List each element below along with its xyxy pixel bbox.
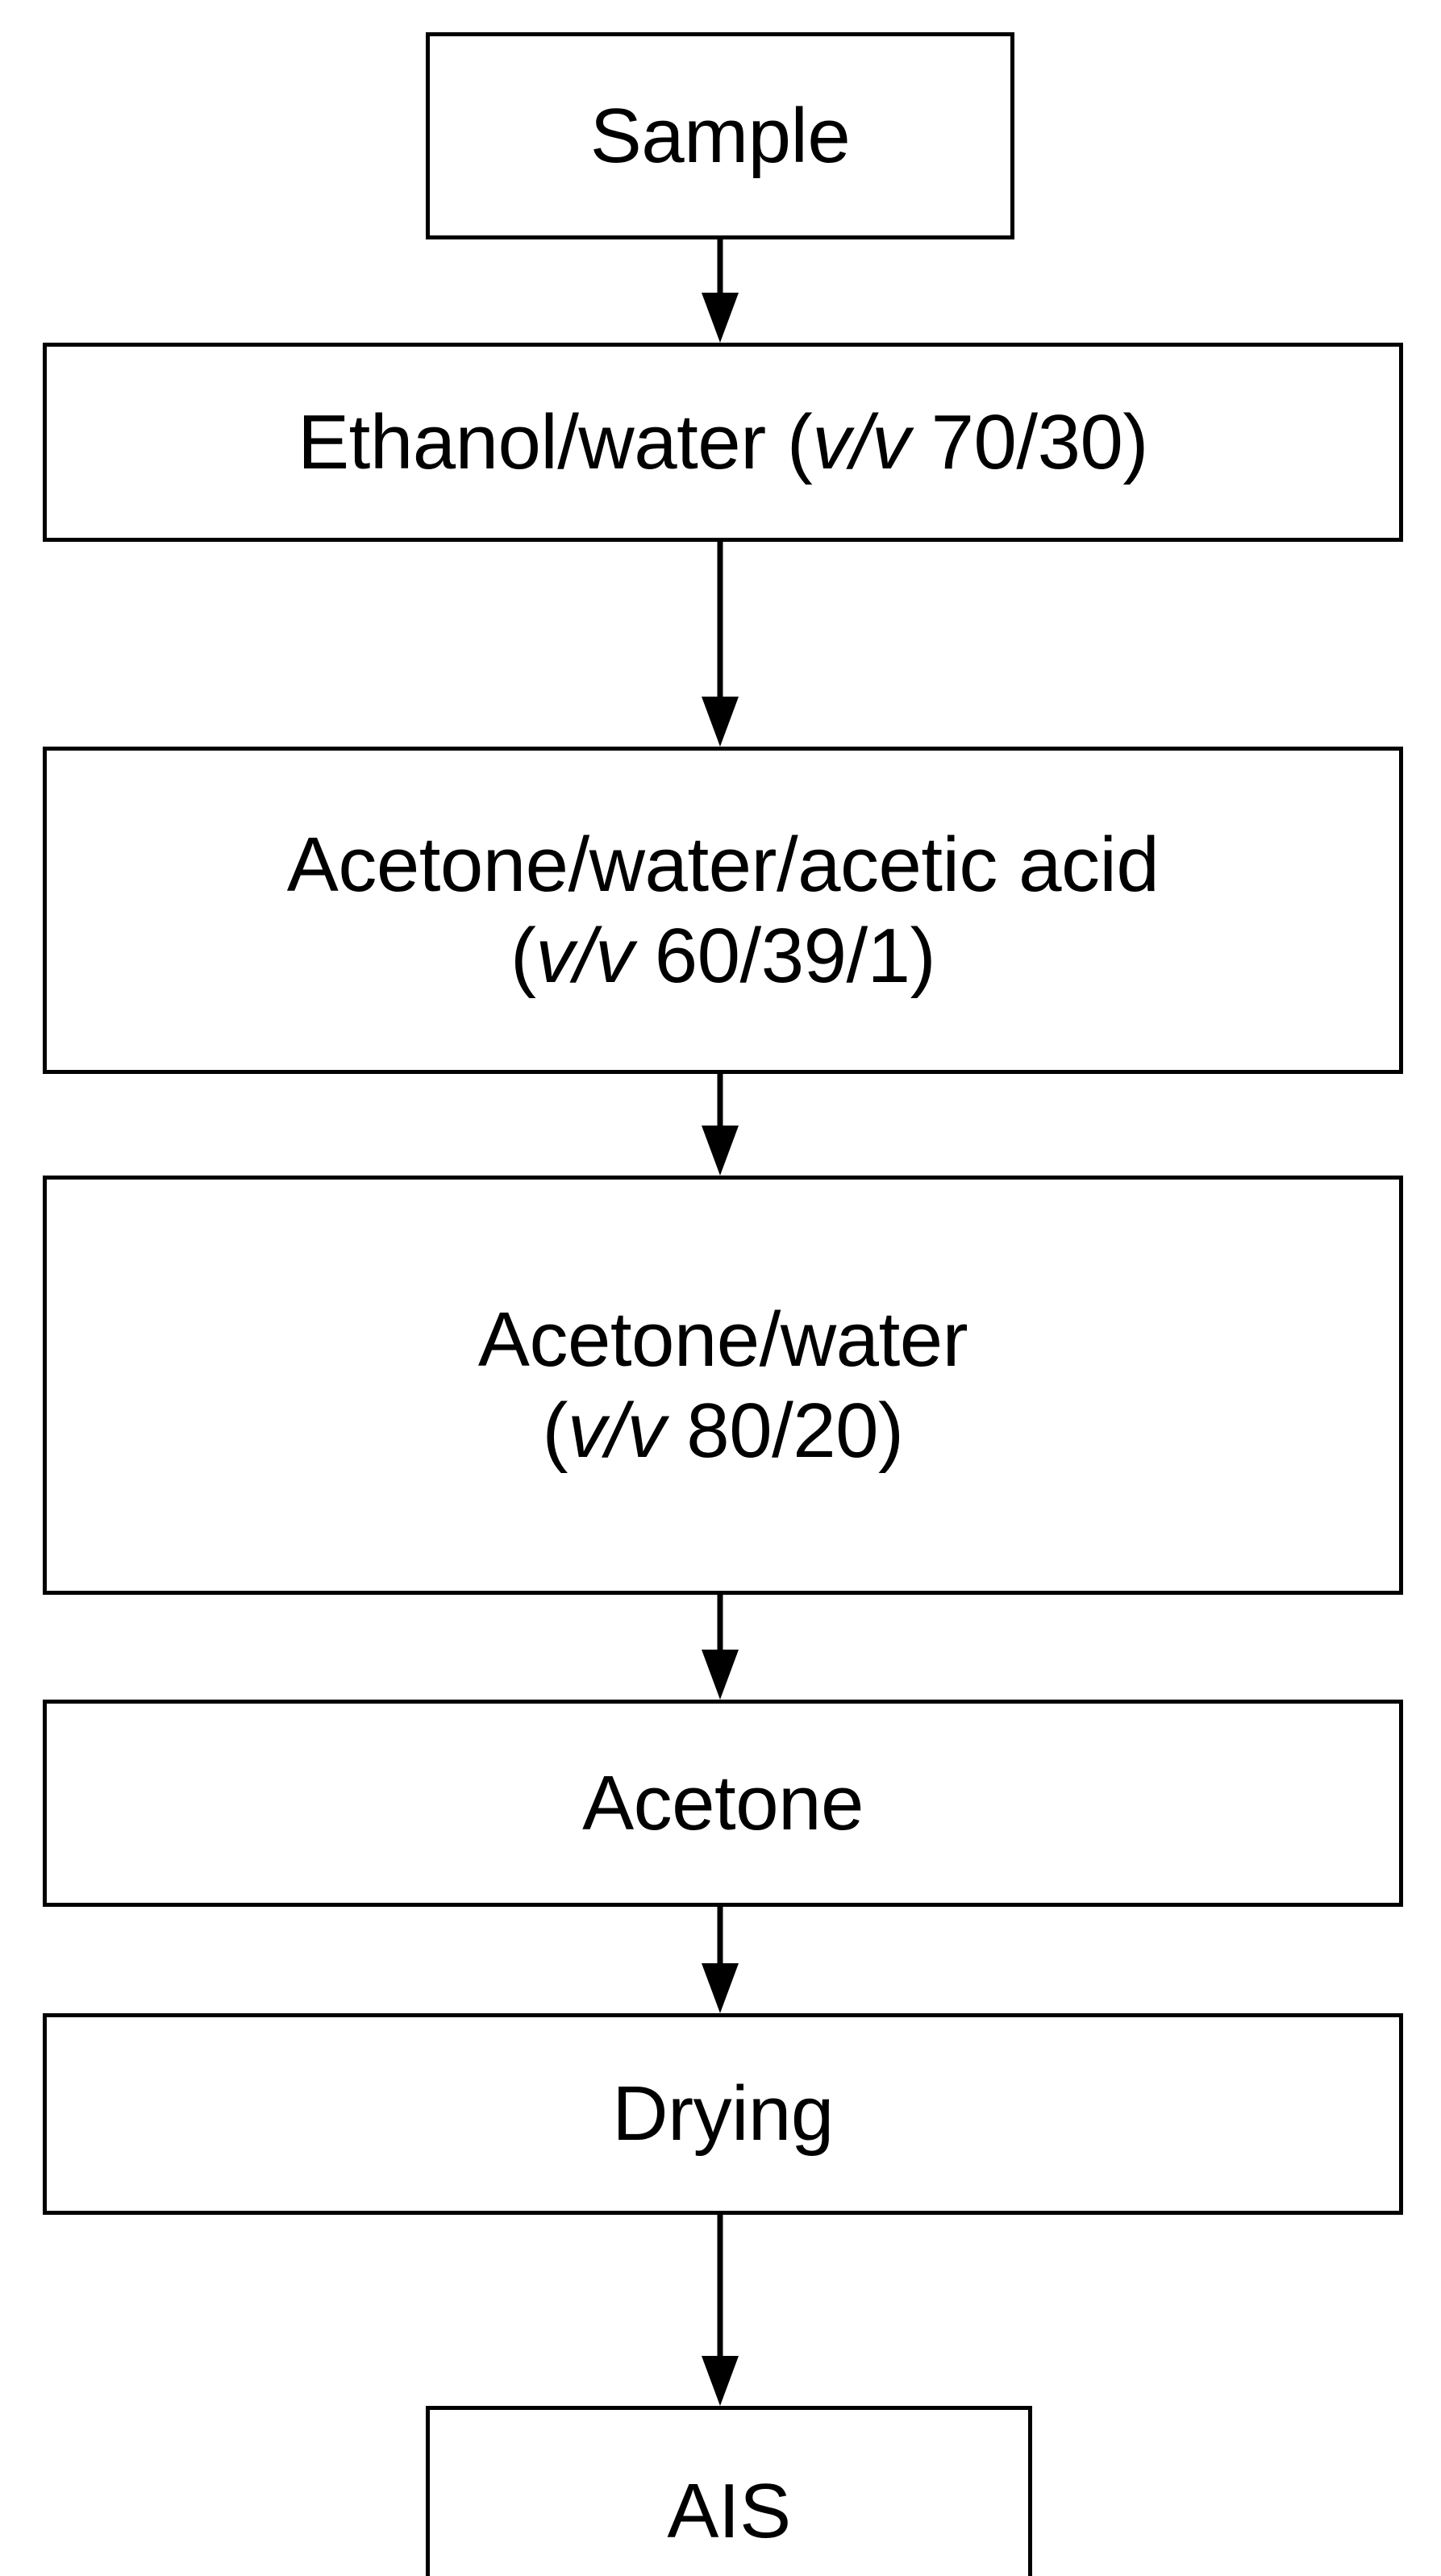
sample-node-label: Sample bbox=[581, 90, 860, 181]
drying-node-label: Drying bbox=[602, 2068, 843, 2159]
ethanol-water-node[interactable]: Ethanol/water (v/v 70/30) bbox=[43, 343, 1403, 542]
acetone-node-label: Acetone bbox=[573, 1758, 873, 1849]
italic-ratio-label: v/v bbox=[812, 398, 910, 485]
arrow-ethanol-water-to-acetone-water-acetic-acid bbox=[702, 542, 739, 747]
acetone-node[interactable]: Acetone bbox=[43, 1700, 1403, 1907]
arrowhead-icon bbox=[702, 697, 739, 747]
arrow-acetone-to-drying bbox=[702, 1907, 739, 2013]
arrow-shaft bbox=[717, 239, 723, 298]
arrow-sample-to-ethanol-water bbox=[702, 239, 739, 343]
acetone-water-node-label: Acetone/water(v/v 80/20) bbox=[469, 1294, 977, 1477]
arrowhead-icon bbox=[702, 1650, 739, 1700]
arrow-shaft bbox=[717, 1907, 723, 1968]
sample-node[interactable]: Sample bbox=[426, 32, 1014, 239]
node-text-line: (v/v 80/20) bbox=[542, 1388, 904, 1474]
arrowhead-icon bbox=[702, 1126, 739, 1176]
arrow-shaft bbox=[717, 2215, 723, 2361]
node-text-line: Sample bbox=[589, 92, 851, 179]
arrow-shaft bbox=[717, 1074, 723, 1130]
acetone-water-acetic-acid-node[interactable]: Acetone/water/acetic acid(v/v 60/39/1) bbox=[43, 747, 1403, 1074]
acetone-water-acetic-acid-node-label: Acetone/water/acetic acid(v/v 60/39/1) bbox=[277, 819, 1168, 1002]
node-text-line: AIS bbox=[667, 2467, 791, 2554]
arrow-shaft bbox=[717, 1595, 723, 1654]
node-text-line: Acetone/water bbox=[477, 1296, 968, 1383]
arrowhead-icon bbox=[702, 1963, 739, 2013]
drying-node[interactable]: Drying bbox=[43, 2013, 1403, 2215]
italic-ratio-label: v/v bbox=[567, 1388, 666, 1474]
ethanol-water-node-label: Ethanol/water (v/v 70/30) bbox=[288, 397, 1158, 488]
node-text-line: Acetone bbox=[582, 1759, 864, 1846]
italic-ratio-label: v/v bbox=[535, 913, 634, 999]
arrowhead-icon bbox=[702, 2356, 739, 2406]
node-text-line: Ethanol/water (v/v 70/30) bbox=[298, 398, 1148, 485]
ais-node-label: AIS bbox=[657, 2466, 800, 2557]
node-text-line: (v/v 60/39/1) bbox=[510, 913, 936, 999]
acetone-water-node[interactable]: Acetone/water(v/v 80/20) bbox=[43, 1176, 1403, 1595]
arrowhead-icon bbox=[702, 293, 739, 343]
arrow-drying-to-ais bbox=[702, 2215, 739, 2406]
arrow-shaft bbox=[717, 542, 723, 701]
node-text-line: Acetone/water/acetic acid bbox=[286, 821, 1160, 908]
ais-node[interactable]: AIS bbox=[426, 2406, 1032, 2576]
arrow-acetone-water-to-acetone bbox=[702, 1595, 739, 1700]
arrow-acetone-water-acetic-acid-to-acetone-water bbox=[702, 1074, 739, 1176]
node-text-line: Drying bbox=[612, 2070, 834, 2158]
